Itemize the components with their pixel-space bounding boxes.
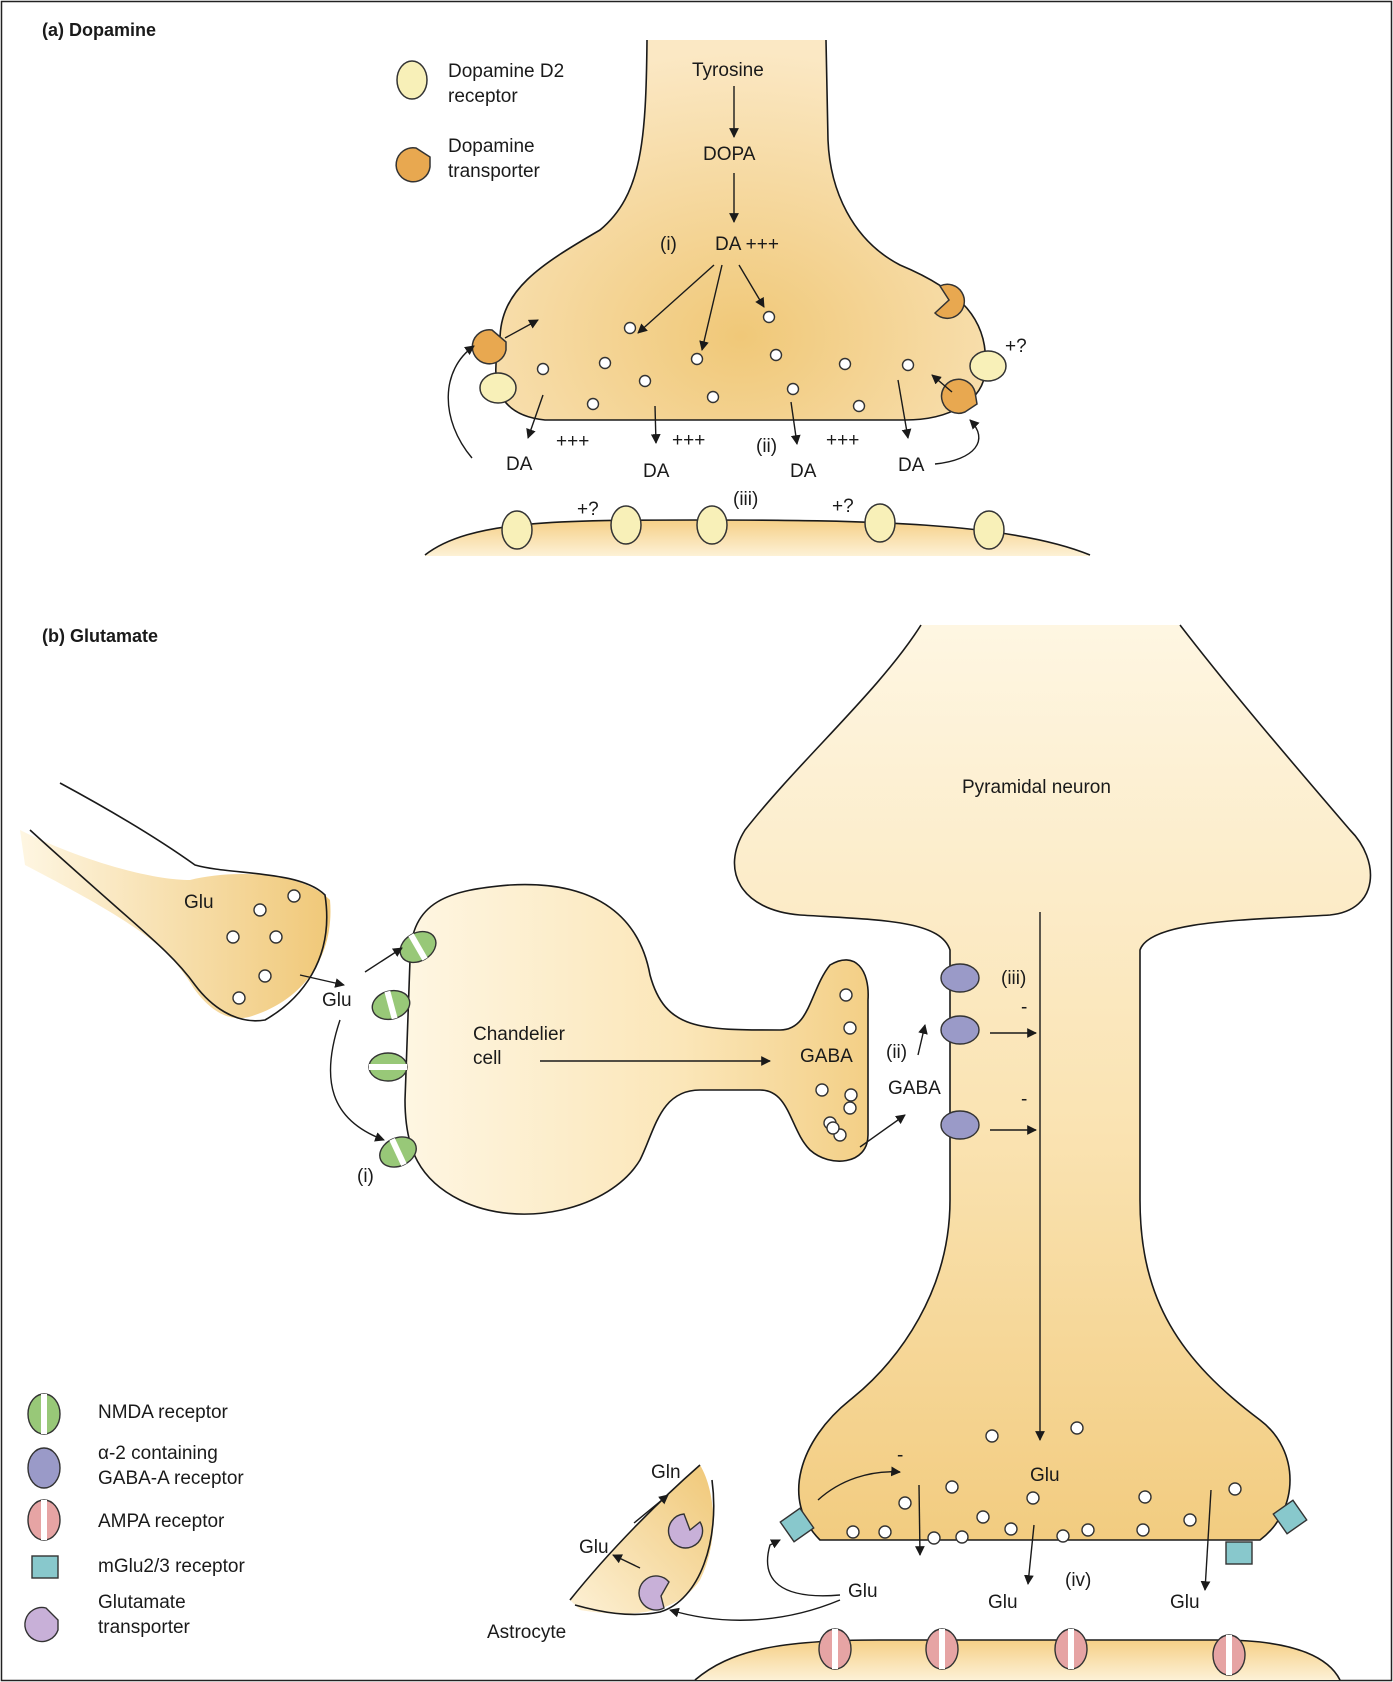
- panel-a-heading: (a) Dopamine: [42, 20, 156, 40]
- label-glu-pyramidal: Glu: [1030, 1465, 1060, 1486]
- arrow-release: [655, 406, 656, 443]
- label-glu: Glu: [1170, 1592, 1200, 1613]
- legend-glu-transporter-line2: transporter: [98, 1617, 191, 1638]
- legend-nmda-icon: [28, 1394, 60, 1434]
- arrow-glu-mglu: [768, 1540, 840, 1596]
- label-glu-astro: Glu: [579, 1537, 609, 1558]
- label-glu-axon: Glu: [184, 892, 214, 913]
- label-glu: Glu: [322, 990, 352, 1011]
- legend-mglu-icon: [32, 1556, 58, 1578]
- dopamine-transporter-icon: [942, 379, 977, 413]
- legend-d2-line1: Dopamine D2: [448, 61, 564, 82]
- label-pyramidal-neuron: Pyramidal neuron: [962, 777, 1111, 798]
- label-chandelier-line2: cell: [473, 1048, 502, 1069]
- label-tyrosine: Tyrosine: [692, 60, 764, 81]
- label-da: DA: [506, 454, 533, 475]
- panel-b-heading: (b) Glutamate: [42, 626, 158, 646]
- legend-mglu-label: mGlu2/3 receptor: [98, 1556, 245, 1577]
- label-plus-q: +?: [1005, 336, 1027, 357]
- label-minus: -: [1021, 1089, 1027, 1110]
- d2-receptor: [502, 511, 532, 549]
- legend-transporter-line1: Dopamine: [448, 136, 535, 157]
- arrow-reuptake-left: [448, 346, 474, 458]
- legend-glutamate-transporter-icon: [25, 1608, 58, 1642]
- label-step-ii-b: (ii): [886, 1042, 907, 1063]
- label-plus-q: +?: [832, 496, 854, 517]
- legend-glu-transporter-line1: Glutamate: [98, 1592, 186, 1613]
- legend-gaba-a-line2: GABA-A receptor: [98, 1468, 244, 1489]
- d2-receptor: [865, 504, 895, 542]
- label-plusplus: +++: [556, 431, 589, 452]
- label-plusplus: +++: [672, 430, 705, 451]
- label-da: DA: [898, 455, 925, 476]
- label-dopa: DOPA: [703, 144, 756, 165]
- label-step-ii-a: (ii): [756, 436, 777, 457]
- d2-autoreceptor: [970, 351, 1006, 381]
- arrow-glu-release: [919, 1485, 920, 1555]
- legend-dopamine-transporter-icon: [396, 148, 430, 182]
- legend-ampa-icon: [28, 1500, 60, 1540]
- label-plusplus: +++: [826, 430, 859, 451]
- label-plus-q: +?: [577, 499, 599, 520]
- label-step-iii-b: (iii): [1001, 968, 1026, 989]
- d2-receptor: [974, 511, 1004, 549]
- legend-transporter-line2: transporter: [448, 161, 541, 182]
- label-chandelier-line1: Chandelier: [473, 1024, 566, 1045]
- label-da-plus: DA +++: [715, 234, 779, 255]
- label-step-i-b: (i): [357, 1166, 374, 1187]
- glutamate-axon: [20, 830, 330, 1018]
- legend-d2-receptor-icon: [397, 61, 427, 99]
- label-step-i-a: (i): [660, 234, 677, 255]
- arrow-glu-nmda-curve: [330, 1020, 384, 1140]
- legend-gaba-a-line1: α-2 containing: [98, 1443, 218, 1464]
- arrow-glu-nmda: [365, 948, 402, 972]
- label-glu: Glu: [988, 1592, 1018, 1613]
- arrow-glu-astrocyte: [670, 1600, 840, 1620]
- legend-gaba-a-icon: [28, 1448, 60, 1488]
- label-gaba: GABA: [888, 1078, 941, 1099]
- label-gaba-terminal: GABA: [800, 1046, 853, 1067]
- legend-nmda-label: NMDA receptor: [98, 1402, 229, 1423]
- label-step-iv-b: (iv): [1065, 1570, 1091, 1591]
- label-minus: -: [897, 1445, 903, 1466]
- arrow-reuptake-right: [935, 420, 979, 464]
- label-minus: -: [1021, 997, 1027, 1018]
- d2-receptor: [697, 506, 727, 544]
- d2-autoreceptor: [480, 373, 516, 403]
- label-glu: Glu: [848, 1581, 878, 1602]
- label-gln: Gln: [651, 1462, 681, 1483]
- arrow-gaba-receptor: [918, 1025, 925, 1055]
- d2-receptor: [611, 506, 641, 544]
- label-da: DA: [790, 461, 817, 482]
- label-step-iii-a: (iii): [733, 489, 758, 510]
- label-da: DA: [643, 461, 670, 482]
- legend-ampa-label: AMPA receptor: [98, 1511, 225, 1532]
- legend-d2-line2: receptor: [448, 86, 518, 107]
- label-astrocyte: Astrocyte: [487, 1622, 566, 1643]
